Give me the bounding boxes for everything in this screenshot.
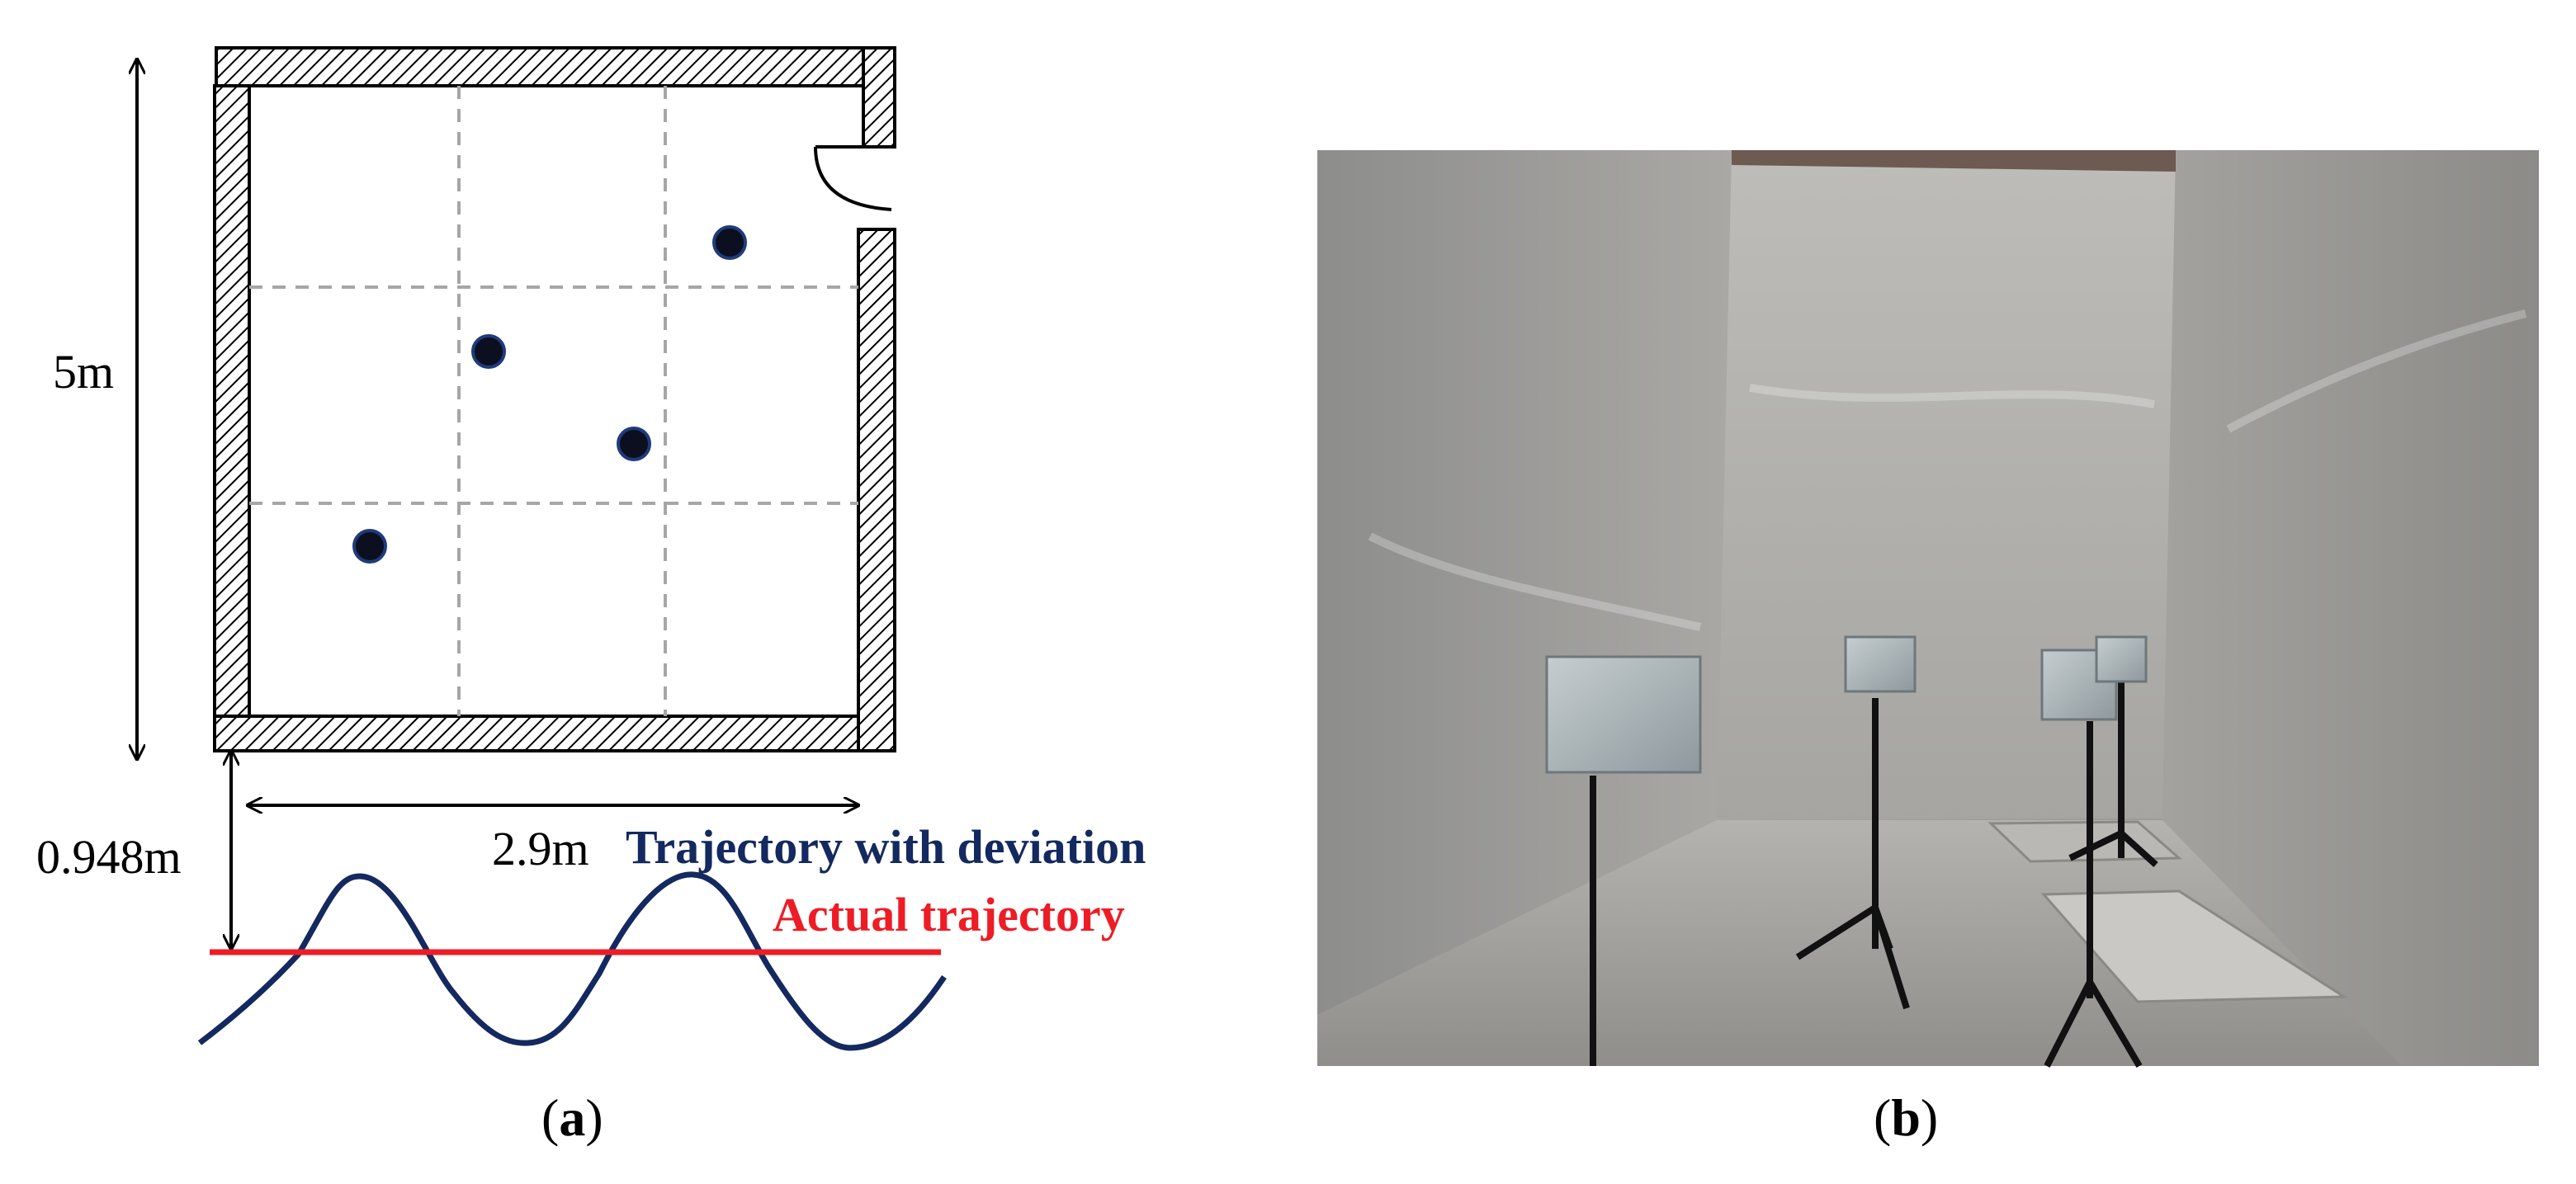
reflectors bbox=[352, 225, 747, 564]
door-swing bbox=[814, 145, 892, 211]
caption-paren-open: ( bbox=[541, 1088, 560, 1147]
reflector-tripods bbox=[1590, 675, 2158, 1068]
panel-a-caption: (a) bbox=[541, 1087, 603, 1149]
reflector-box bbox=[1545, 655, 1702, 774]
grid-lines bbox=[249, 86, 858, 716]
caption-letter: b bbox=[1891, 1088, 1921, 1147]
caption-paren-open: ( bbox=[1874, 1088, 1892, 1147]
offset-label: 0.948m bbox=[36, 830, 182, 884]
reflector-box bbox=[1844, 635, 1917, 693]
reflector-dot bbox=[712, 225, 747, 260]
bottom-wall bbox=[213, 715, 860, 752]
top-wall bbox=[215, 46, 868, 87]
back-wall bbox=[1717, 158, 2176, 820]
legend-actual-label: Actual trajectory bbox=[773, 888, 1125, 941]
left-wall bbox=[213, 84, 251, 719]
reflector-dot bbox=[471, 334, 506, 369]
reflector-box bbox=[2095, 635, 2148, 683]
right-wall bbox=[857, 228, 896, 752]
legend-deviation-label: Trajectory with deviation bbox=[626, 820, 1146, 874]
room-photo bbox=[1317, 150, 2539, 1068]
right-wall-photo bbox=[2162, 150, 2539, 1066]
trajectory-with-deviation bbox=[197, 871, 947, 1051]
floor bbox=[1317, 820, 2402, 1066]
panel-b-caption: (b) bbox=[1874, 1087, 1938, 1149]
caption-letter: a bbox=[559, 1088, 586, 1147]
caption-paren-close: ) bbox=[1920, 1088, 1939, 1147]
width-label: 2.9m bbox=[492, 822, 589, 875]
floor-plan: 5m 2.9m 0.948m Trajectory with deviation… bbox=[36, 46, 1146, 1051]
reflector-dot bbox=[352, 529, 387, 564]
caption-paren-close: ) bbox=[585, 1088, 603, 1147]
reflector-dot bbox=[617, 427, 651, 461]
left-wall-photo bbox=[1317, 150, 1732, 1015]
top-right-wall-stub bbox=[862, 46, 896, 149]
height-label: 5m bbox=[53, 345, 114, 399]
